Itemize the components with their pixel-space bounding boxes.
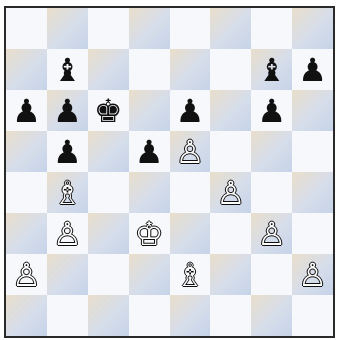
square-a7[interactable] (6, 49, 47, 90)
square-e5[interactable]: ♙ (170, 131, 211, 172)
square-f4[interactable]: ♙ (210, 172, 251, 213)
square-a5[interactable] (6, 131, 47, 172)
square-h4[interactable] (292, 172, 333, 213)
square-h3[interactable] (292, 213, 333, 254)
black-pawn-icon[interactable]: ♟ (298, 54, 327, 86)
square-h6[interactable] (292, 90, 333, 131)
square-b7[interactable]: ♝ (47, 49, 88, 90)
square-e2[interactable]: ♗ (170, 254, 211, 295)
square-e7[interactable] (170, 49, 211, 90)
white-bishop-icon[interactable]: ♗ (176, 259, 205, 291)
white-pawn-icon[interactable]: ♙ (176, 136, 205, 168)
black-bishop-icon[interactable]: ♝ (53, 54, 82, 86)
square-c8[interactable] (88, 8, 129, 49)
square-e4[interactable] (170, 172, 211, 213)
black-bishop-icon[interactable]: ♝ (257, 54, 286, 86)
square-a2[interactable]: ♙ (6, 254, 47, 295)
square-a8[interactable] (6, 8, 47, 49)
square-g3[interactable]: ♙ (251, 213, 292, 254)
square-f2[interactable] (210, 254, 251, 295)
square-g7[interactable]: ♝ (251, 49, 292, 90)
square-g1[interactable] (251, 295, 292, 336)
square-g6[interactable]: ♟ (251, 90, 292, 131)
square-h7[interactable]: ♟ (292, 49, 333, 90)
white-pawn-icon[interactable]: ♙ (257, 218, 286, 250)
square-b4[interactable]: ♗ (47, 172, 88, 213)
square-c4[interactable] (88, 172, 129, 213)
square-b2[interactable] (47, 254, 88, 295)
square-c7[interactable] (88, 49, 129, 90)
square-h2[interactable]: ♙ (292, 254, 333, 295)
square-b8[interactable] (47, 8, 88, 49)
white-pawn-icon[interactable]: ♙ (53, 218, 82, 250)
square-f7[interactable] (210, 49, 251, 90)
square-d2[interactable] (129, 254, 170, 295)
square-g8[interactable] (251, 8, 292, 49)
square-b5[interactable]: ♟ (47, 131, 88, 172)
square-b3[interactable]: ♙ (47, 213, 88, 254)
square-f1[interactable] (210, 295, 251, 336)
square-d6[interactable] (129, 90, 170, 131)
square-c2[interactable] (88, 254, 129, 295)
white-pawn-icon[interactable]: ♙ (216, 177, 245, 209)
square-d8[interactable] (129, 8, 170, 49)
black-pawn-icon[interactable]: ♟ (53, 95, 82, 127)
square-a4[interactable] (6, 172, 47, 213)
square-b1[interactable] (47, 295, 88, 336)
black-pawn-icon[interactable]: ♟ (176, 95, 205, 127)
white-pawn-icon[interactable]: ♙ (12, 259, 41, 291)
square-c1[interactable] (88, 295, 129, 336)
square-a1[interactable] (6, 295, 47, 336)
square-d5[interactable]: ♟ (129, 131, 170, 172)
square-g4[interactable] (251, 172, 292, 213)
square-f3[interactable] (210, 213, 251, 254)
square-c5[interactable] (88, 131, 129, 172)
white-king-icon[interactable]: ♔ (135, 218, 164, 250)
black-pawn-icon[interactable]: ♟ (53, 136, 82, 168)
square-e3[interactable] (170, 213, 211, 254)
white-bishop-icon[interactable]: ♗ (53, 177, 82, 209)
square-e8[interactable] (170, 8, 211, 49)
square-f8[interactable] (210, 8, 251, 49)
square-g2[interactable] (251, 254, 292, 295)
square-h8[interactable] (292, 8, 333, 49)
black-pawn-icon[interactable]: ♟ (135, 136, 164, 168)
square-a6[interactable]: ♟ (6, 90, 47, 131)
chess-board-frame: ♝ ♝ ♟ ♟ ♟ ♚ ♟ ♟ ♟ ♟ ♙ ♗ ♙ ♙ ♔ ♙ ♙ ♗ ♙ (4, 6, 335, 338)
square-c6[interactable]: ♚ (88, 90, 129, 131)
square-f6[interactable] (210, 90, 251, 131)
square-d7[interactable] (129, 49, 170, 90)
square-e6[interactable]: ♟ (170, 90, 211, 131)
square-d1[interactable] (129, 295, 170, 336)
square-h1[interactable] (292, 295, 333, 336)
square-a3[interactable] (6, 213, 47, 254)
white-pawn-icon[interactable]: ♙ (298, 259, 327, 291)
square-f5[interactable] (210, 131, 251, 172)
square-h5[interactable] (292, 131, 333, 172)
black-pawn-icon[interactable]: ♟ (12, 95, 41, 127)
square-e1[interactable] (170, 295, 211, 336)
black-pawn-icon[interactable]: ♟ (257, 95, 286, 127)
square-b6[interactable]: ♟ (47, 90, 88, 131)
square-d3[interactable]: ♔ (129, 213, 170, 254)
black-king-icon[interactable]: ♚ (94, 95, 123, 127)
square-d4[interactable] (129, 172, 170, 213)
chess-board[interactable]: ♝ ♝ ♟ ♟ ♟ ♚ ♟ ♟ ♟ ♟ ♙ ♗ ♙ ♙ ♔ ♙ ♙ ♗ ♙ (6, 8, 333, 336)
square-c3[interactable] (88, 213, 129, 254)
square-g5[interactable] (251, 131, 292, 172)
